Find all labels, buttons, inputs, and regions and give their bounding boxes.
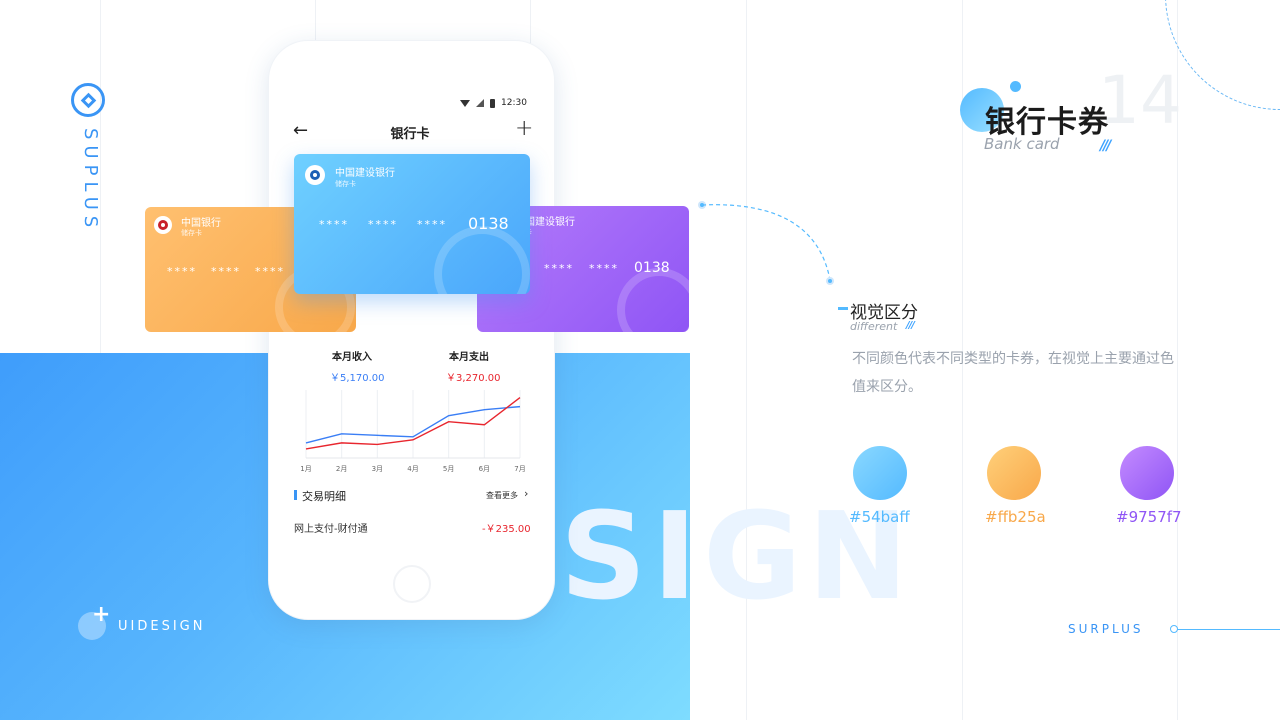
color-label: #9757f7 <box>1116 508 1182 526</box>
card-bank-name: 中国银行 <box>181 218 221 229</box>
card-number-group: **** <box>368 218 398 231</box>
grid-line <box>962 0 963 720</box>
section-description: 不同颜色代表不同类型的卡券，在视觉上主要通过色值来区分。 <box>852 351 1174 395</box>
card-type: 储存卡 <box>335 180 356 188</box>
wifi-icon <box>460 99 470 107</box>
decorative-dot <box>960 88 1004 132</box>
color-swatch-purple <box>1120 446 1174 500</box>
income-value: ￥5,170.00 <box>330 373 385 384</box>
card-number-group: **** <box>319 218 349 231</box>
expense-value: ￥3,270.00 <box>446 373 501 384</box>
bank-card-ccb[interactable]: 中国建设银行 储存卡 **** **** **** 0138 <box>294 154 530 294</box>
card-number-group: **** <box>255 265 285 278</box>
chart-series-line-0 <box>305 405 521 444</box>
page-heading: 银行卡券 <box>985 105 1109 140</box>
home-button[interactable] <box>393 565 431 603</box>
slash-decoration: /// <box>1100 138 1111 154</box>
grid-line <box>1177 0 1178 720</box>
view-more-link[interactable]: 查看更多 <box>486 491 518 500</box>
decorative-arc <box>1165 0 1280 110</box>
card-watermark-icon <box>617 268 689 332</box>
status-time: 12:30 <box>501 98 527 108</box>
boc-logo-icon <box>154 216 172 234</box>
status-bar: 12:30 <box>460 98 527 108</box>
card-type: 储存卡 <box>181 229 202 237</box>
card-number-group: **** <box>417 218 447 231</box>
decorative-dot <box>1010 81 1021 92</box>
page-number: 14 <box>1098 62 1182 139</box>
ccb-logo-icon <box>305 165 325 185</box>
connector-line <box>698 201 834 285</box>
card-bank-name: 中国建设银行 <box>335 168 395 179</box>
signal-icon <box>476 99 484 107</box>
plus-icon <box>78 602 110 640</box>
section-dash <box>838 307 848 310</box>
page-subheading: Bank card <box>984 135 1060 153</box>
chart-series-line-1 <box>305 396 521 450</box>
slash-decoration: /// <box>906 320 915 331</box>
back-arrow-icon[interactable]: ← <box>293 120 309 141</box>
expense-label: 本月支出 <box>449 352 489 363</box>
color-swatch-blue <box>853 446 907 500</box>
card-number-group: **** <box>589 262 619 275</box>
color-swatch-orange <box>987 446 1041 500</box>
card-watermark-icon <box>434 226 530 294</box>
chevron-right-icon[interactable]: › <box>524 487 529 500</box>
uidesign-badge: UIDESIGN <box>78 602 206 640</box>
card-number-group: **** <box>211 265 241 278</box>
card-number-group: **** <box>544 262 574 275</box>
footer-brand: SURPLUS <box>1068 622 1144 636</box>
section-subtitle: different <box>850 320 898 333</box>
watermark-text: SIGN <box>560 488 914 627</box>
card-bank-name: 国建设银行 <box>525 217 575 228</box>
footer-line <box>1174 629 1280 630</box>
chart-tick-label: 6月 <box>479 465 490 473</box>
chart-tick-label: 3月 <box>372 465 383 473</box>
chart-tick-label: 2月 <box>336 465 347 473</box>
uidesign-label: UIDESIGN <box>118 618 206 634</box>
chart-tick-label: 1月 <box>300 465 311 473</box>
chart-tick-label: 4月 <box>407 465 418 473</box>
transaction-name[interactable]: 网上支付-财付通 <box>294 524 368 535</box>
brand-name: SUPLUS <box>80 128 101 234</box>
color-label: #54baff <box>849 508 910 526</box>
line-chart: 1月 2月 3月 4月 5月 6月 7月 <box>298 386 530 476</box>
chart-svg: 1月 2月 3月 4月 5月 6月 7月 <box>300 390 526 473</box>
page-title: 银行卡 <box>390 127 430 142</box>
card-number-group: **** <box>167 265 197 278</box>
section-title: 视觉区分 <box>850 303 918 323</box>
income-label: 本月收入 <box>332 352 372 363</box>
grid-line <box>746 0 747 720</box>
chart-tick-label: 5月 <box>443 465 454 473</box>
add-card-button[interactable]: + <box>515 116 534 141</box>
transactions-title: 交易明细 <box>302 490 346 503</box>
color-label: #ffb25a <box>985 508 1046 526</box>
chart-tick-label: 7月 <box>514 465 525 473</box>
footer-dot <box>1170 625 1178 633</box>
transaction-amount: -￥235.00 <box>482 524 531 535</box>
brand-logo-icon <box>71 83 105 117</box>
section-marker <box>294 490 297 500</box>
battery-icon <box>490 98 495 108</box>
